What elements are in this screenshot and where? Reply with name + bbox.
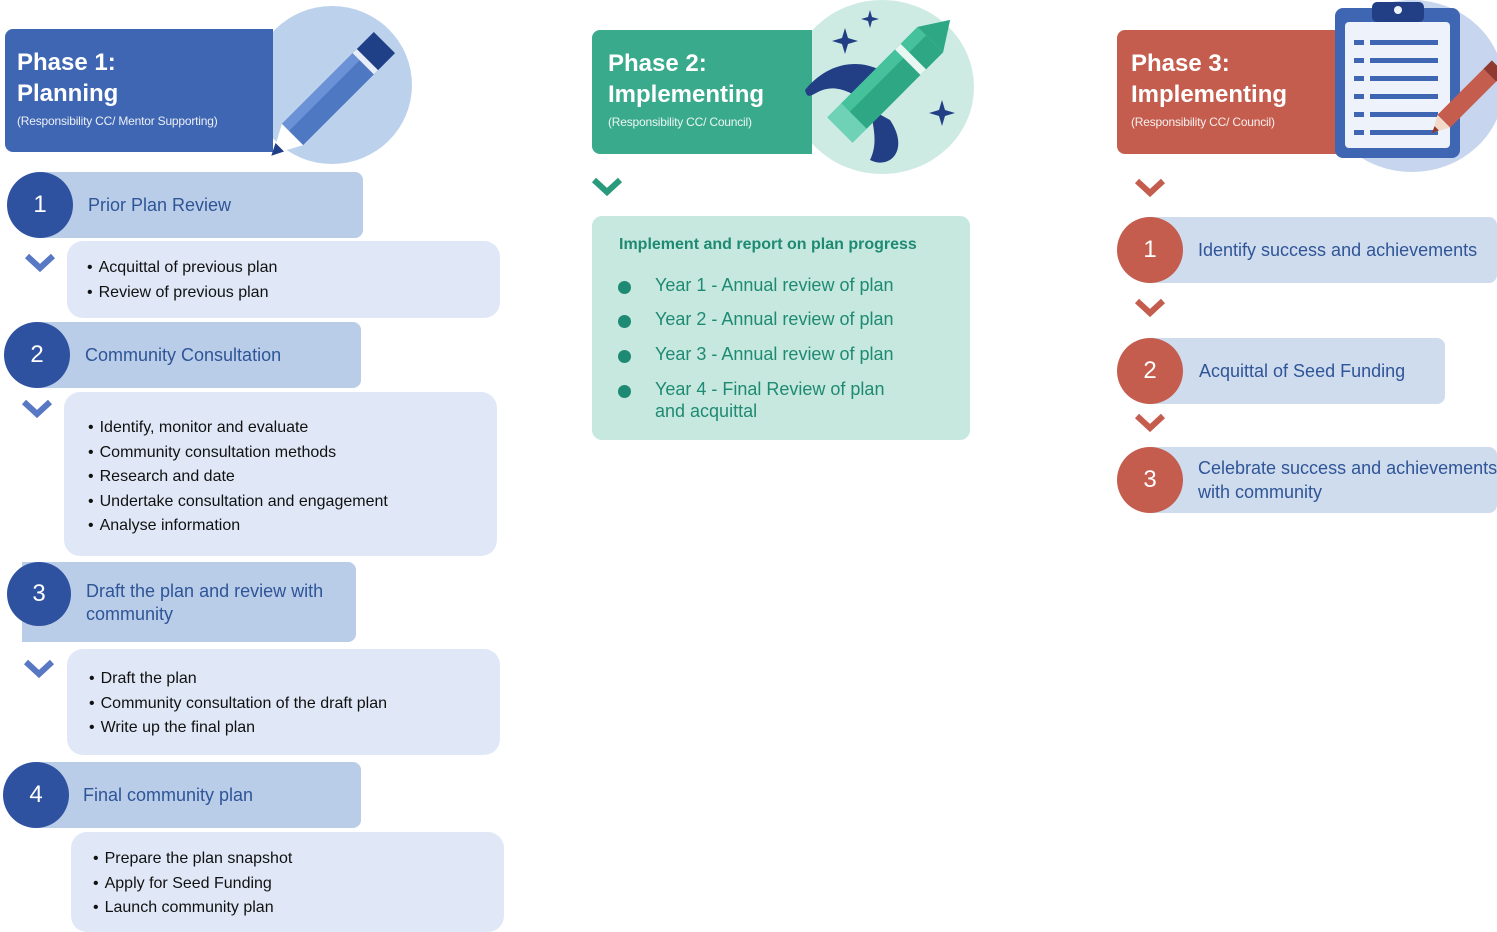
phase2-header: Phase 2: Implementing (Responsibility CC…: [592, 30, 812, 154]
phase3-step3-label-line1: Celebrate success and achievements: [1198, 458, 1497, 478]
phase2-progress-box: Implement and report on plan progress Ye…: [592, 216, 970, 440]
bullet-item: Apply for Seed Funding: [93, 872, 504, 897]
chevron-down-icon: [591, 177, 623, 197]
chevron-down-icon: [23, 659, 55, 679]
bullet-item: Identify, monitor and evaluate: [88, 416, 497, 441]
bullet-item: Review of previous plan: [87, 281, 500, 306]
phase2-title-line1: Phase 2:: [608, 50, 707, 77]
phase2-title-line2: Implementing: [608, 81, 765, 108]
phase2-item-text: and acquittal: [655, 401, 758, 421]
phase1-step3-number: 3: [7, 562, 71, 626]
bullet-item: Analyse information: [88, 514, 497, 539]
phase1-step1-number: 1: [7, 172, 73, 238]
phase3-step3-label-line2: with community: [1198, 482, 1323, 502]
chevron-down-icon: [24, 253, 56, 273]
bullet-item: Draft the plan: [89, 667, 500, 692]
phase2-box-heading: Implement and report on plan progress: [619, 236, 917, 253]
phase3-step1-number-text: 1: [1143, 236, 1157, 263]
chevron-down-icon: [1134, 178, 1166, 198]
bullet-dot-icon: [618, 385, 631, 398]
phase1-step4-label-bar: Final community plan: [38, 762, 361, 828]
phase1-step2-label: Community Consultation: [85, 344, 282, 365]
phase3-step1-number: 1: [1117, 217, 1183, 283]
chevron-down-icon: [21, 399, 53, 419]
bullet-item: Research and date: [88, 465, 497, 490]
phase1-title-line1: Phase 1:: [17, 49, 116, 76]
clipboard-icon: [1335, 2, 1497, 158]
bullet-dot-icon: [618, 350, 631, 363]
phase1-step3-bullets: Draft the plan Community consultation of…: [67, 649, 500, 755]
bullet-item: Acquittal of previous plan: [87, 256, 500, 281]
phase1-step1-label-bar: Prior Plan Review: [40, 172, 363, 238]
phase1-title-line2: Planning: [17, 80, 119, 107]
phase3-step1-label-bar: Identify success and achievements: [1150, 217, 1497, 283]
phase3-step2-number: 2: [1117, 338, 1183, 404]
bullet-item: Undertake consultation and engagement: [88, 490, 497, 515]
phase3-header: Phase 3: Implementing (Responsibility CC…: [1117, 30, 1339, 154]
bullet-dot-icon: [618, 281, 631, 294]
phase3-step3-label-bar: Celebrate success and achievements with …: [1150, 447, 1497, 513]
phase1-step2-number-text: 2: [30, 341, 44, 368]
phase1-step2-number: 2: [4, 322, 70, 388]
phase3-step2-number-text: 2: [1143, 357, 1157, 384]
phase1-step3-label-bar: Draft the plan and review with community: [22, 562, 356, 642]
phase3-step1-label: Identify success and achievements: [1198, 240, 1478, 260]
phase3-title-line2: Implementing: [1131, 81, 1288, 108]
bullet-item: Community consultation methods: [88, 441, 497, 466]
phase1-step1-number-text: 1: [33, 191, 47, 218]
phase3-step3-number: 3: [1117, 447, 1183, 513]
rocket-icon: [805, 10, 955, 163]
phase1-step2-bullets: Identify, monitor and evaluate Community…: [64, 392, 497, 556]
phase1-step3-label-line1: Draft the plan and review with: [86, 581, 324, 601]
phase1-step3-label-line2: community: [86, 604, 174, 624]
phase1-step2-label-bar: Community Consultation: [38, 322, 361, 388]
phase1-step1-label: Prior Plan Review: [88, 194, 232, 215]
bullet-item: Write up the final plan: [89, 716, 500, 741]
bullet-item: Prepare the plan snapshot: [93, 847, 504, 872]
phase3-responsibility: (Responsibility CC/ Council): [1131, 115, 1275, 129]
phase1-step4-number-text: 4: [29, 781, 43, 808]
phase3-step3-number-text: 3: [1143, 466, 1157, 493]
phase1-step1-bullets: Acquittal of previous plan Review of pre…: [67, 241, 500, 318]
phase2-item-text: Year 1 - Annual review of plan: [655, 275, 894, 295]
chevron-down-icon: [1134, 298, 1166, 318]
bullet-item: Community consultation of the draft plan: [89, 692, 500, 717]
phase1-responsibility: (Responsibility CC/ Mentor Supporting): [17, 114, 218, 128]
phase3-title-line1: Phase 3:: [1131, 50, 1230, 77]
phase2-item-text: Year 3 - Annual review of plan: [655, 344, 894, 364]
phase2-item-text: Year 4 - Final Review of plan: [655, 379, 885, 399]
phase3-step2-label: Acquittal of Seed Funding: [1199, 361, 1406, 381]
bullet-dot-icon: [618, 315, 631, 328]
phase1-step3-number-text: 3: [32, 580, 46, 607]
bullet-item: Launch community plan: [93, 896, 504, 921]
phase2-responsibility: (Responsibility CC/ Council): [608, 115, 752, 129]
pencil-icon: [271, 31, 396, 156]
phase1-step4-label: Final community plan: [83, 784, 254, 805]
chevron-down-icon: [1134, 413, 1166, 433]
phase1-step4-number: 4: [3, 762, 69, 828]
phase2-item-text: Year 2 - Annual review of plan: [655, 309, 894, 329]
phase1-header: Phase 1: Planning (Responsibility CC/ Me…: [5, 29, 273, 152]
phase3-step2-label-bar: Acquittal of Seed Funding: [1150, 338, 1445, 404]
phase1-step4-bullets: Prepare the plan snapshot Apply for Seed…: [71, 832, 504, 932]
